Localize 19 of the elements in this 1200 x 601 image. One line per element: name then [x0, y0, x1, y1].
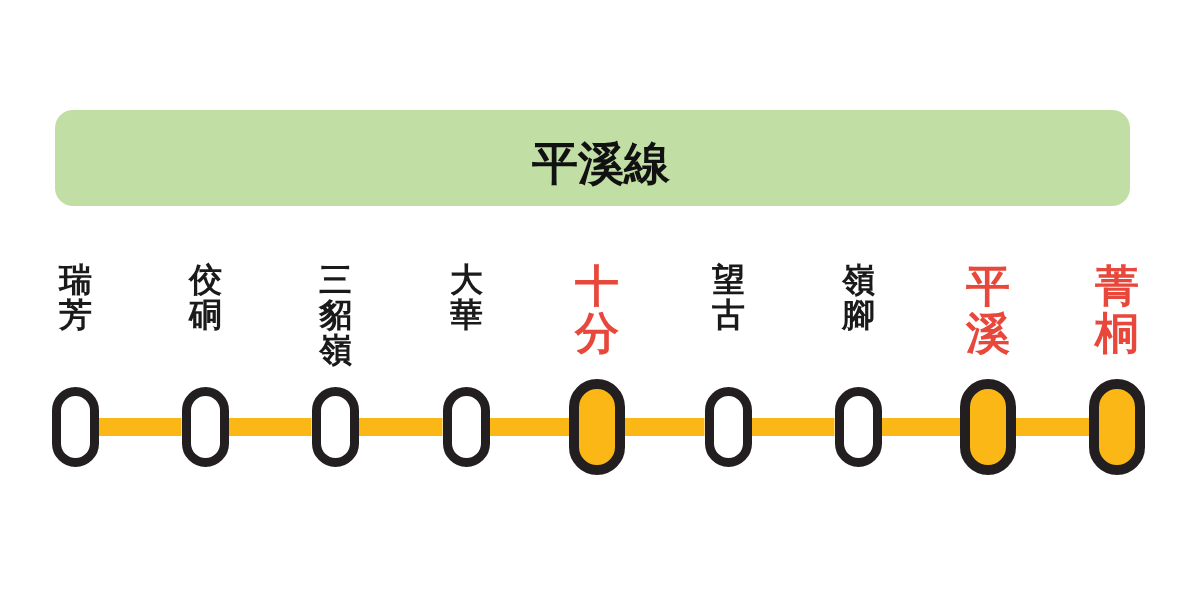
track-line [358, 418, 443, 436]
station-name: 佼硐 [188, 262, 222, 332]
station-name: 菁桐 [1095, 262, 1139, 356]
line-name: 平溪線 [531, 138, 670, 188]
station-name: 望古 [711, 262, 745, 332]
track-line [489, 418, 569, 436]
station-name: 十分 [575, 262, 619, 356]
title-band [55, 110, 1130, 206]
station-name: 嶺腳 [841, 262, 875, 332]
track-line [881, 418, 960, 436]
station-name: 平溪 [966, 262, 1010, 356]
track-line [228, 418, 312, 436]
track-line [98, 418, 182, 436]
track-line [625, 418, 705, 436]
station-name: 大華 [449, 262, 483, 332]
station-name: 三貂嶺 [318, 262, 352, 367]
track-line [1016, 418, 1089, 436]
station-name: 瑞芳 [58, 262, 92, 332]
track-line [751, 418, 835, 436]
